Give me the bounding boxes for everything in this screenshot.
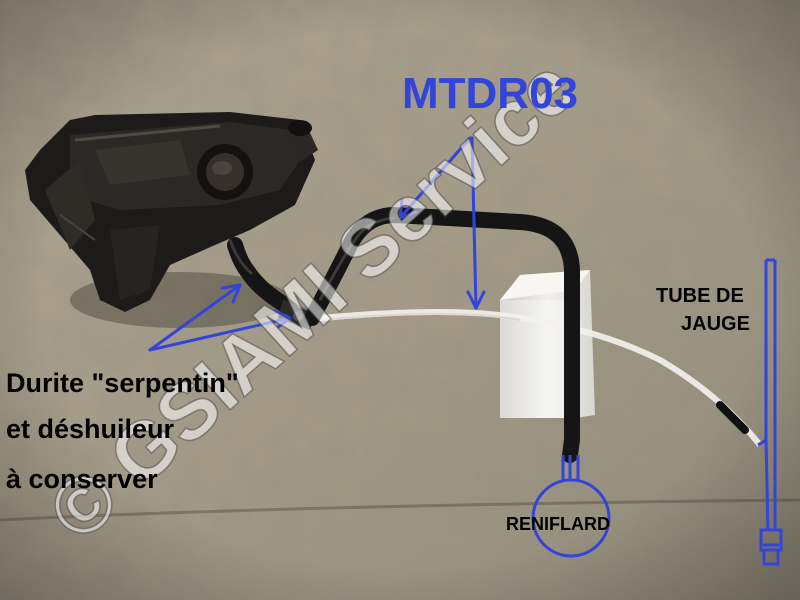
main-hose-highlight <box>318 216 396 301</box>
durite-label-line1: Durite "serpentin" <box>6 368 239 398</box>
clear-tube-shade <box>299 312 521 323</box>
part-code-label: MTDR03 <box>402 69 578 118</box>
dipstick-tube-sketch <box>757 258 783 566</box>
breather-sketch <box>531 455 611 558</box>
tube-joint <box>716 401 749 434</box>
floor-joint <box>0 498 800 522</box>
tube-de-label: TUBE DE <box>656 285 744 307</box>
durite-label-line3: à conserver <box>6 464 158 494</box>
support-block <box>500 270 595 418</box>
annotation-arrows <box>148 136 486 352</box>
jauge-label: JAUGE <box>681 313 750 335</box>
durite-label-line2: et déshuileur <box>6 414 175 444</box>
reniflard-label: RENIFLARD <box>506 514 610 534</box>
serpentine-hose-highlight <box>228 239 253 276</box>
